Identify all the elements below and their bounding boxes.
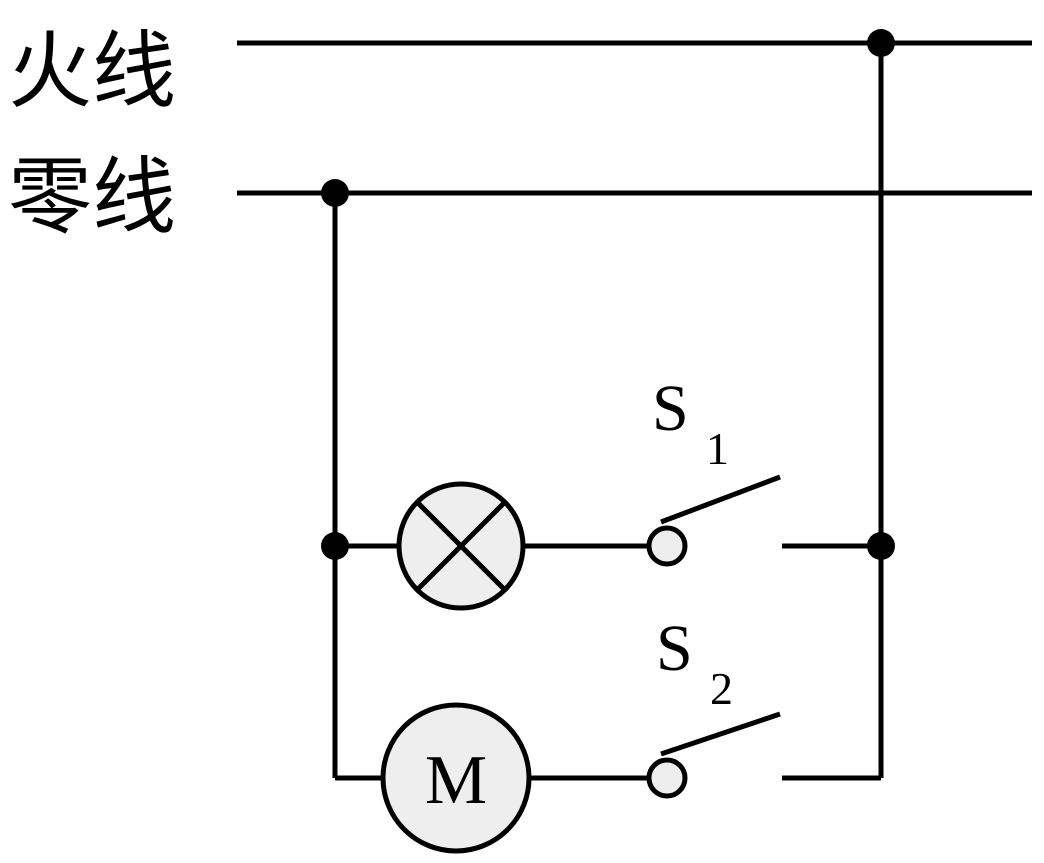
switch-s1-subscript: 1: [706, 423, 729, 474]
junction-right-middle: [867, 532, 895, 560]
switch-s1: [646, 474, 781, 567]
junction-neutral-top: [321, 179, 349, 207]
junction-left-middle: [321, 532, 349, 560]
motor-icon: M: [380, 702, 532, 854]
motor-label: M: [425, 742, 487, 819]
switch-s2-subscript: 2: [710, 663, 733, 714]
live-wire-label: 火线: [8, 22, 176, 120]
junction-live-top: [867, 29, 895, 57]
switch-s2-label: S: [656, 612, 693, 685]
neutral-wire-label: 零线: [8, 148, 176, 246]
switch-s2: [646, 711, 781, 799]
lamp-icon: [396, 481, 526, 611]
switch-s1-label: S: [652, 372, 689, 445]
